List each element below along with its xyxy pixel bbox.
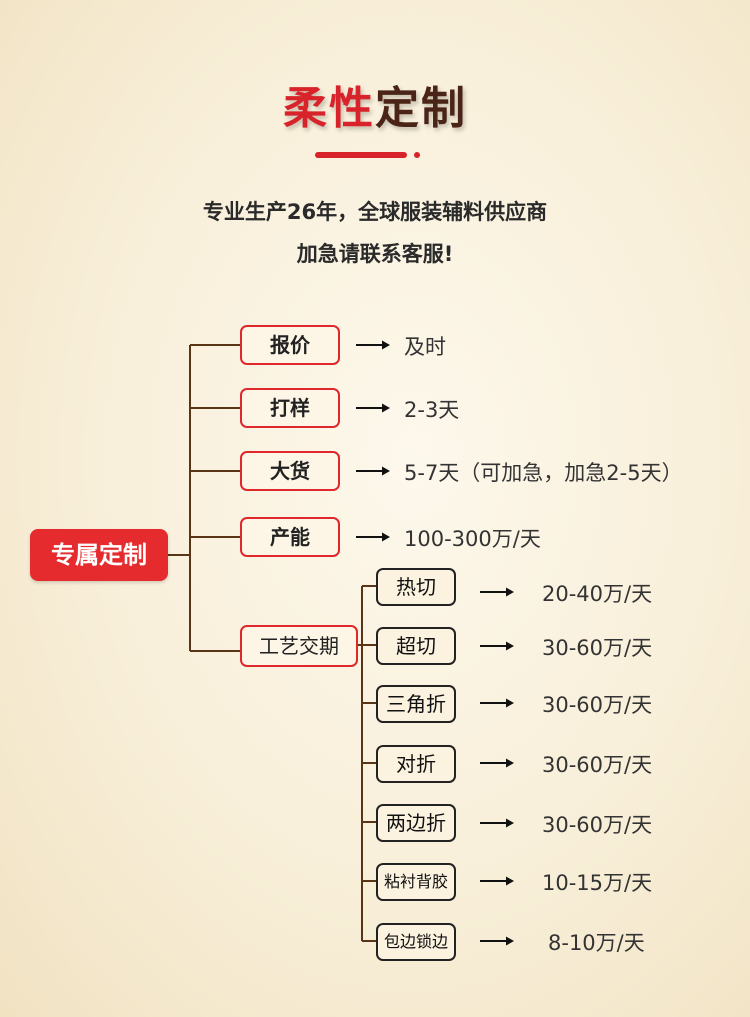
- right-arrow-icon: [480, 698, 514, 708]
- process-node: 三角折: [376, 685, 456, 723]
- category-value: 5-7天（可加急，加急2-5天）: [404, 461, 683, 485]
- process-value: 10-15万/天: [542, 871, 653, 895]
- right-arrow-icon: [480, 936, 514, 946]
- title-red-part: 柔性: [283, 83, 375, 134]
- category-node: 大货: [240, 451, 340, 491]
- category-node: 工艺交期: [240, 625, 358, 667]
- right-arrow-icon: [356, 403, 390, 413]
- process-node: 包边锁边: [376, 923, 456, 961]
- process-value: 30-60万/天: [542, 753, 653, 777]
- process-value: 8-10万/天: [548, 931, 645, 955]
- right-arrow-icon: [480, 876, 514, 886]
- category-node: 打样: [240, 388, 340, 428]
- right-arrow-icon: [480, 758, 514, 768]
- process-node: 热切: [376, 568, 456, 606]
- right-arrow-icon: [480, 641, 514, 651]
- root-node: 专属定制: [30, 529, 168, 581]
- process-value: 30-60万/天: [542, 693, 653, 717]
- process-value: 30-60万/天: [542, 636, 653, 660]
- right-arrow-icon: [480, 818, 514, 828]
- category-value: 2-3天: [404, 398, 460, 422]
- subtitle-line-1: 专业生产26年，全球服装辅料供应商: [202, 200, 548, 224]
- page-title: 柔性定制: [0, 72, 750, 136]
- right-arrow-icon: [356, 532, 390, 542]
- right-arrow-icon: [480, 587, 514, 597]
- process-node: 粘衬背胶: [376, 863, 456, 901]
- category-node: 产能: [240, 517, 340, 557]
- process-node: 对折: [376, 745, 456, 783]
- category-value: 100-300万/天: [404, 527, 541, 551]
- right-arrow-icon: [356, 340, 390, 350]
- category-value: 及时: [404, 335, 446, 359]
- subtitle-line-2: 加急请联系客服!: [296, 242, 454, 266]
- right-arrow-icon: [356, 466, 390, 476]
- title-underline-dot: [414, 152, 420, 158]
- category-node: 报价: [240, 325, 340, 365]
- title-underline: [315, 152, 407, 158]
- process-value: 20-40万/天: [542, 582, 653, 606]
- process-node: 超切: [376, 627, 456, 665]
- title-brown-part: 定制: [375, 83, 467, 134]
- process-value: 30-60万/天: [542, 813, 653, 837]
- process-node: 两边折: [376, 804, 456, 842]
